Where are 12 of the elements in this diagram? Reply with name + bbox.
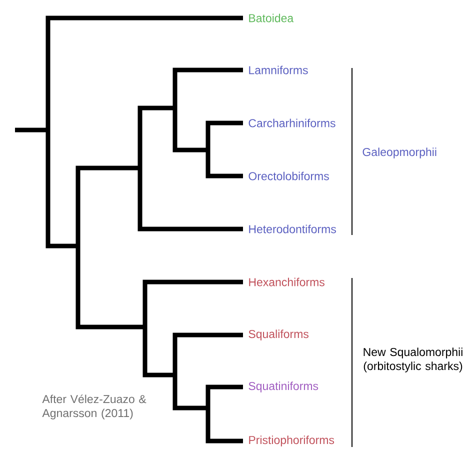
taxon-label: Squatiniforms	[248, 382, 318, 392]
taxon-label: Lamniforms	[249, 66, 308, 74]
taxon-label: Hexanchiforms	[249, 278, 324, 286]
taxon-label: Batoidea	[249, 14, 294, 22]
clade-label: New Squalomorphii (orbitostylic sharks)	[364, 348, 462, 372]
taxon-label: Pristiophoriforms	[249, 436, 334, 446]
citation-note: After Vélez-Zuazo & Agnarsson (2011)	[42, 394, 146, 420]
taxon-label: Squaliforms	[248, 330, 308, 340]
clade-label: Galeopmorphii	[362, 148, 436, 158]
taxon-label: Orectolobiforms	[248, 172, 329, 180]
taxon-label: Carcharhiniforms	[248, 118, 336, 128]
taxon-label: Heterodontiforms	[249, 224, 336, 234]
